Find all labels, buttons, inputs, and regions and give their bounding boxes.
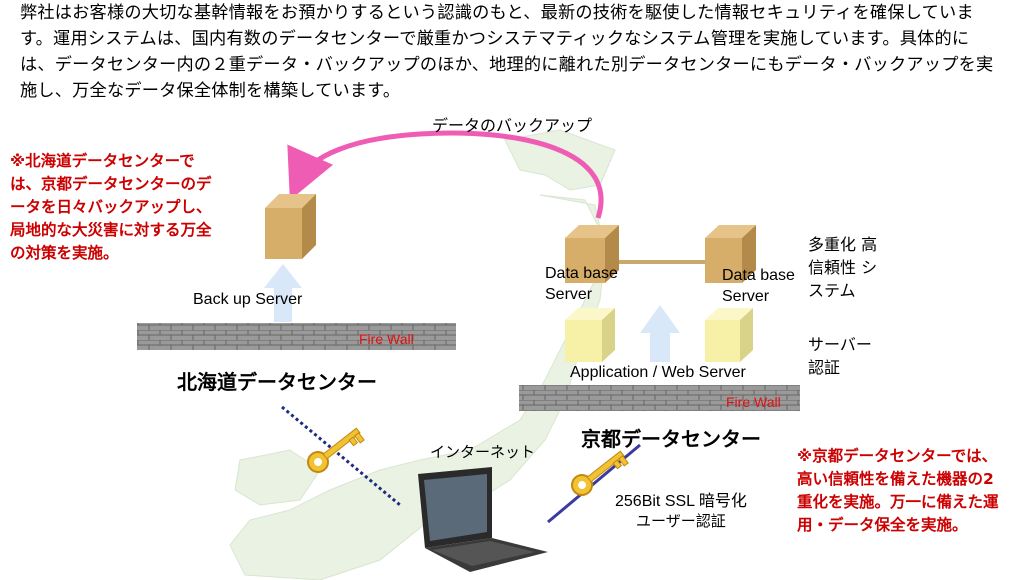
intro-paragraph: 弊社はお客様の大切な基幹情報をお預かりするという認識のもと、最新の技術を駆使した…	[20, 3, 994, 101]
hokkaido-firewall-label: Fire Wall	[359, 331, 414, 347]
app-server-box-2	[705, 308, 753, 362]
laptop-icon	[418, 467, 548, 572]
backup-arrow-label: データのバックアップ	[432, 116, 593, 135]
key-icon	[307, 427, 365, 473]
hokkaido-firewall	[137, 323, 456, 350]
user-auth-label: ユーザー認証	[636, 512, 726, 530]
japan-map	[229, 129, 616, 580]
redundancy-label: 多重化 高信頼性 システム	[808, 235, 878, 300]
app-server-box-1	[565, 308, 615, 362]
hokkaido-note: ※北海道データセンターでは、京都データセンターのデータを日々バックアップし、局地…	[10, 152, 212, 262]
kyoto-up-arrow	[640, 305, 680, 362]
backup-server-box	[265, 194, 316, 259]
server-auth-label: サーバー 認証	[808, 335, 872, 377]
backup-server-label: Back up Server	[193, 291, 303, 308]
key-icon	[571, 450, 629, 496]
backup-arrow	[287, 130, 604, 219]
db-server-label-2: Data base Server	[722, 267, 795, 305]
internet-label: インターネット	[430, 443, 536, 461]
kyoto-firewall-label: Fire Wall	[726, 394, 781, 410]
hokkaido-connection-line	[281, 405, 401, 507]
ssl-label: 256Bit SSL 暗号化	[615, 493, 747, 510]
kyoto-dc-label: 京都データセンター	[581, 427, 761, 451]
db-server-box-1	[565, 225, 619, 283]
app-web-server-label: Application / Web Server	[570, 364, 746, 381]
db-server-label-1: Data base Server	[545, 265, 618, 303]
kyoto-note: ※京都データセンターでは、高い信頼性を備えた機器の2重化を実施。万一に備えた運用…	[797, 447, 999, 534]
db-server-box-2	[705, 225, 756, 283]
hokkaido-dc-label: 北海道データセンター	[177, 370, 377, 394]
backup-up-arrow	[264, 264, 302, 322]
kyoto-firewall	[519, 385, 800, 411]
